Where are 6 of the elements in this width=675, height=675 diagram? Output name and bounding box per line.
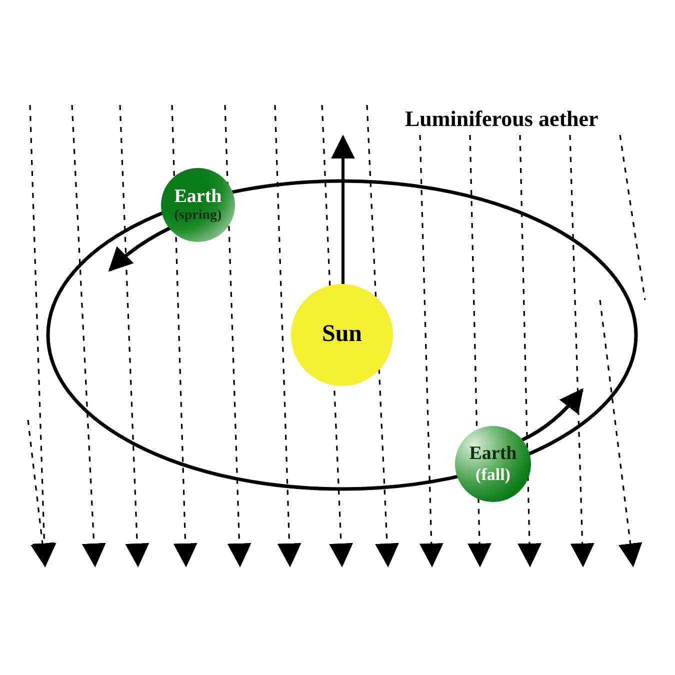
diagram-label: Luminiferous aether	[405, 106, 598, 132]
season-label: (fall)	[476, 465, 510, 485]
season-label: (spring)	[174, 208, 222, 224]
planet-name: Earth	[174, 186, 222, 208]
star-name: Sun	[322, 321, 362, 349]
planet-name: Earth	[469, 443, 517, 466]
